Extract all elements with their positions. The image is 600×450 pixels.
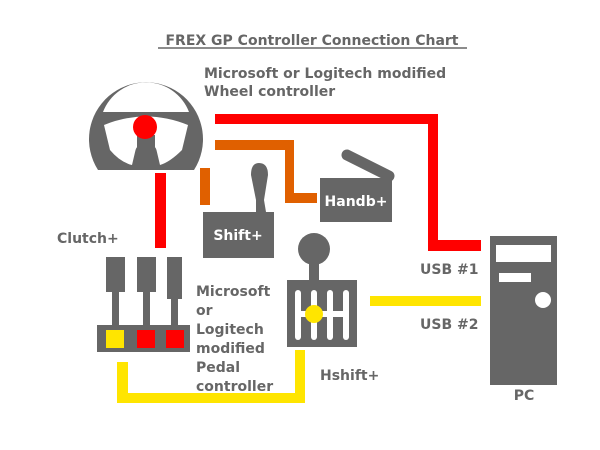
svg-text:or: or xyxy=(196,303,213,319)
wheel-label-line2: Wheel controller xyxy=(204,84,335,100)
handbrake-label: Handb+ xyxy=(325,194,388,210)
orange-cable-wheel-to-handbrake xyxy=(215,140,317,203)
hshifter-label: Hshift+ xyxy=(320,368,379,384)
pc-tower-icon xyxy=(490,236,557,385)
handbrake-icon xyxy=(320,149,395,222)
svg-text:Logitech: Logitech xyxy=(196,322,264,338)
svg-text:controller: controller xyxy=(196,379,273,395)
pedals-label: Microsoft or Logitech modified Pedal con… xyxy=(196,284,273,395)
red-cable-wheel-to-pc xyxy=(215,114,481,251)
yellow-cable-pedals-to-hshifter xyxy=(117,350,305,403)
red-cable-wheel-to-pedals xyxy=(155,173,166,248)
shifter-label: Shift+ xyxy=(213,228,262,244)
h-shifter-icon xyxy=(287,233,357,347)
svg-text:modified: modified xyxy=(196,341,265,357)
usb1-label: USB #1 xyxy=(420,262,478,278)
pedals-icon xyxy=(97,257,190,352)
steering-wheel-icon xyxy=(89,82,204,170)
yellow-cable-hshifter-to-pc xyxy=(370,296,481,306)
usb2-label: USB #2 xyxy=(420,317,478,333)
svg-text:Microsoft: Microsoft xyxy=(196,284,271,300)
wheel-label-line1: Microsoft or Logitech modified xyxy=(204,66,446,82)
svg-text:Pedal: Pedal xyxy=(196,360,240,376)
clutch-label: Clutch+ xyxy=(57,231,119,247)
orange-cable-shifter xyxy=(200,168,210,205)
pc-label: PC xyxy=(514,388,535,404)
sequential-shifter-icon xyxy=(203,163,274,258)
diagram-title: FREX GP Controller Connection Chart xyxy=(165,33,458,49)
